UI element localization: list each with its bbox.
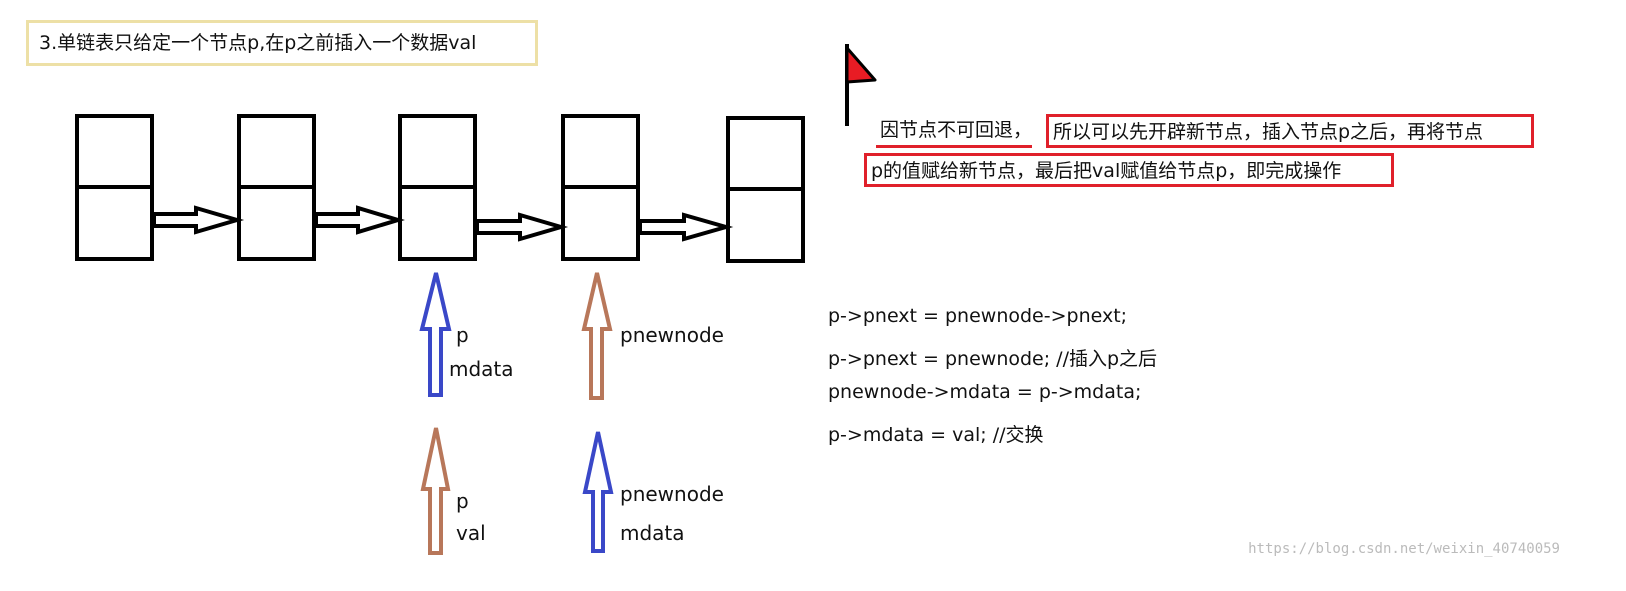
list-node-1 xyxy=(75,114,154,261)
note-underline xyxy=(876,145,1032,148)
list-node-2 xyxy=(237,114,316,261)
note-highlight-text-2: p的值赋给新节点，最后把val赋值给节点p，即完成操作 xyxy=(871,160,1342,182)
label-p-bottom: p xyxy=(456,489,469,513)
pnewnode-pointer-arrow xyxy=(581,272,613,400)
note-reason: 因节点不可回退， xyxy=(880,119,1033,141)
label-mdata-top: mdata xyxy=(449,357,514,381)
link-arrow-3 xyxy=(475,212,569,242)
code-line-1: p->pnext = pnewnode->pnext; xyxy=(828,305,1128,327)
note-highlight-2: p的值赋给新节点，最后把val赋值给节点p，即完成操作 xyxy=(864,153,1394,187)
list-node-3 xyxy=(398,114,477,261)
val-arrow xyxy=(420,427,451,555)
diagram-title: 3.单链表只给定一个节点p,在p之前插入一个数据val xyxy=(26,20,538,66)
code-line-2: p->pnext = pnewnode; //插入p之后 xyxy=(828,348,1158,370)
note-highlight-1: 所以可以先开辟新节点，插入节点p之后，再将节点 xyxy=(1046,114,1534,148)
watermark: https://blog.csdn.net/weixin_40740059 xyxy=(1248,541,1560,557)
link-arrow-4 xyxy=(638,212,734,242)
mdata-arrow xyxy=(582,431,614,553)
label-pnewnode-top: pnewnode xyxy=(620,323,724,347)
flag-icon xyxy=(845,44,877,126)
label-pnewnode-bottom: pnewnode xyxy=(620,482,724,506)
link-arrow-1 xyxy=(152,205,245,235)
code-line-3: pnewnode->mdata = p->mdata; xyxy=(828,381,1142,403)
link-arrow-2 xyxy=(314,205,405,235)
label-val-bottom: val xyxy=(456,521,486,545)
list-node-5 xyxy=(726,116,805,263)
note-highlight-text-1: 所以可以先开辟新节点，插入节点p之后，再将节点 xyxy=(1053,121,1484,143)
code-line-4: p->mdata = val; //交换 xyxy=(828,424,1044,446)
label-p-top: p xyxy=(456,323,469,347)
label-mdata-bottom: mdata xyxy=(620,521,685,545)
list-node-4 xyxy=(561,114,640,261)
p-pointer-arrow xyxy=(419,272,452,397)
